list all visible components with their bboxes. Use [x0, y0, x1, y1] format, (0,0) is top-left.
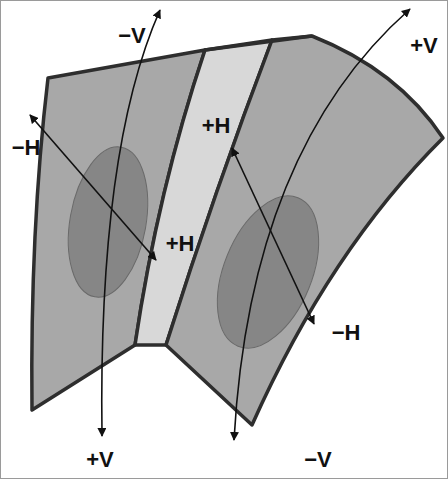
axis-label: +H [166, 233, 195, 255]
horizontal-arrow [30, 115, 156, 260]
axis-label: −V [118, 25, 146, 47]
axis-label: −H [12, 137, 41, 159]
vertical-arrow [102, 10, 160, 436]
axis-label: +H [202, 115, 231, 137]
right-zone [197, 181, 339, 362]
axis-label: −V [304, 449, 332, 471]
top-edge [205, 36, 312, 50]
axis-label: +V [410, 35, 438, 57]
right-band [166, 36, 443, 425]
horizontal-arrow [232, 148, 314, 324]
axis-label: +V [86, 449, 114, 471]
axis-label: −H [332, 322, 361, 344]
vertical-arrow [234, 9, 410, 440]
